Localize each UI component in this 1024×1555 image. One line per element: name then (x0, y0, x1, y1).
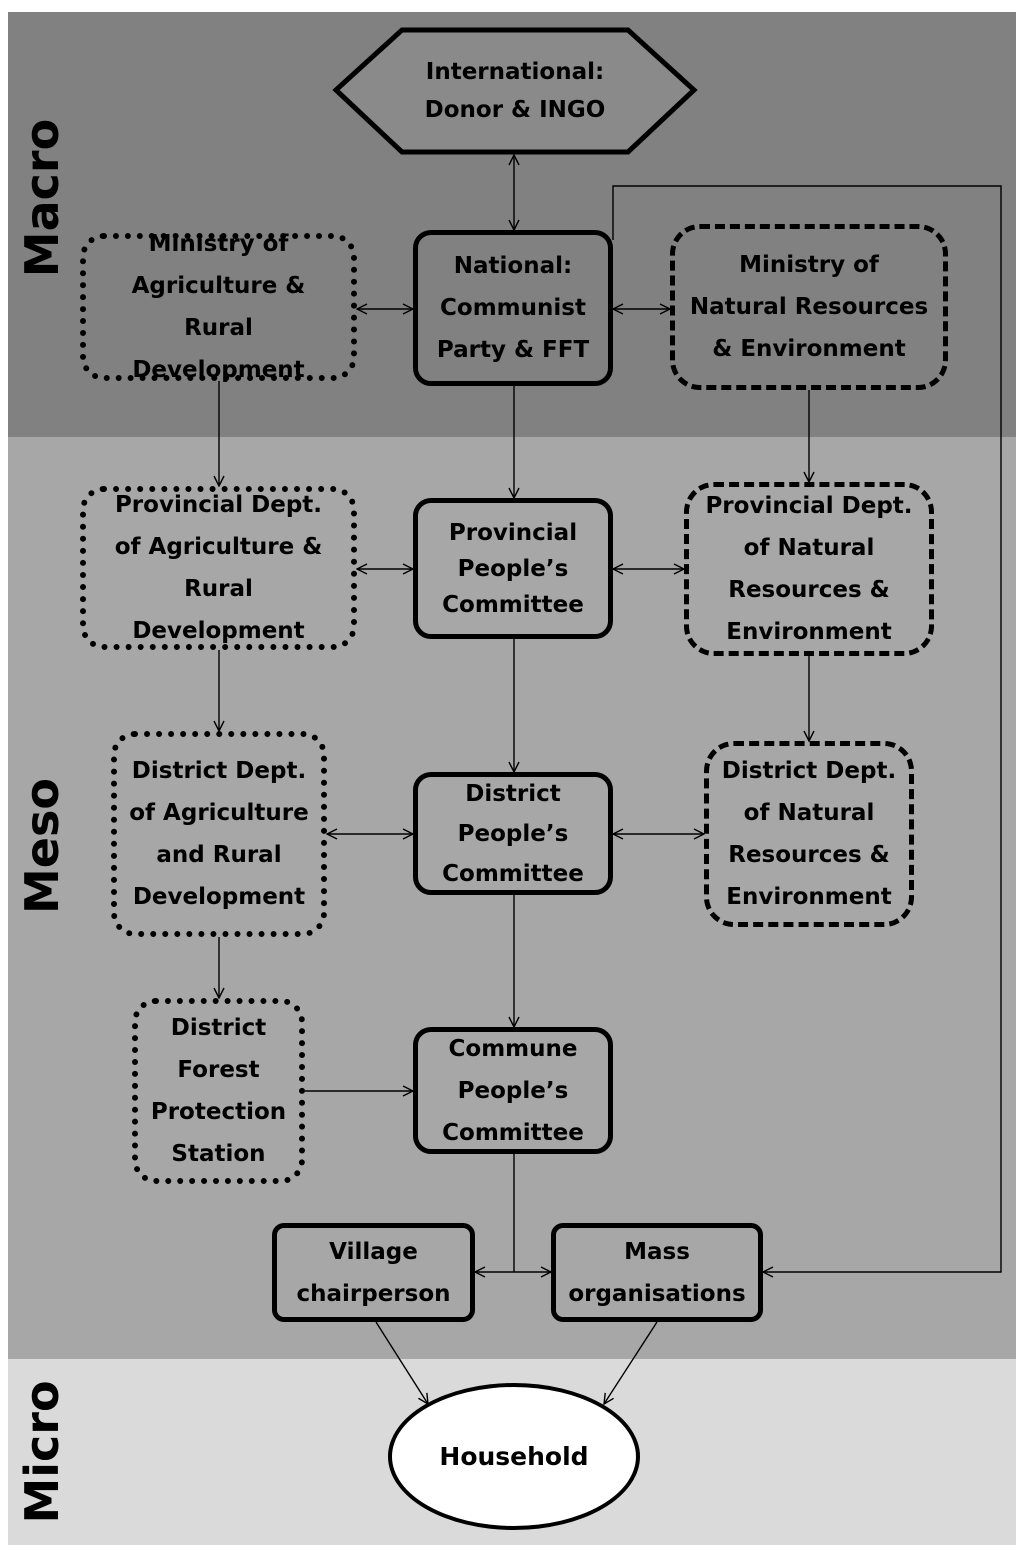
monre-label: Ministry of Natural Resources & Environm… (689, 252, 929, 362)
village-label: Village chairperson (296, 1238, 451, 1307)
mass-org-label: Mass organisations (568, 1238, 746, 1307)
meso-band (8, 437, 1016, 1359)
dist-donre-node: District Dept. of Natural Resources & En… (704, 741, 914, 927)
commune-ppc-node: Commune People’s Committee (413, 1027, 613, 1154)
prov-donre-label: Provincial Dept. of Natural Resources & … (705, 493, 913, 645)
prov-dard-node: Provincial Dept. of Agriculture & Rural … (80, 486, 357, 650)
edge-massorg-household (604, 1321, 658, 1404)
commune-ppc-label: Commune People’s Committee (442, 1035, 584, 1146)
household-node: Household (388, 1383, 640, 1530)
national-node: National: Communist Party & FFT (413, 230, 613, 386)
dist-dard-node: District Dept. of Agriculture and Rural … (111, 731, 327, 937)
national-label: National: Communist Party & FFT (436, 253, 590, 363)
international-label: International: Donor & INGO (424, 59, 606, 123)
forest-station-node: District Forest Protection Station (132, 998, 305, 1184)
prov-donre-node: Provincial Dept. of Natural Resources & … (684, 482, 934, 656)
prov-dard-label: Provincial Dept. of Agriculture & Rural … (114, 492, 323, 644)
dist-donre-label: District Dept. of Natural Resources & En… (721, 758, 897, 910)
edge-national-massorg (612, 185, 1002, 1272)
mass-org-node: Mass organisations (551, 1223, 763, 1322)
international-hexagon (332, 27, 698, 155)
mard-label: Ministry of Agriculture & Rural Developm… (131, 231, 306, 383)
monre-node: Ministry of Natural Resources & Environm… (670, 224, 948, 390)
prov-ppc-node: Provincial People’s Committee (413, 498, 613, 639)
mard-node: Ministry of Agriculture & Rural Developm… (80, 231, 357, 383)
international-node: International: Donor & INGO (392, 33, 638, 149)
forest-station-label: District Forest Protection Station (150, 1015, 287, 1167)
dist-ppc-label: District People’s Committee (442, 780, 584, 887)
dist-dard-label: District Dept. of Agriculture and Rural … (129, 758, 309, 910)
edge-village-household (375, 1321, 428, 1404)
household-label: Household (439, 1441, 589, 1471)
prov-ppc-label: Provincial People’s Committee (442, 519, 584, 618)
dist-ppc-node: District People’s Committee (413, 772, 613, 895)
village-node: Village chairperson (272, 1223, 475, 1322)
